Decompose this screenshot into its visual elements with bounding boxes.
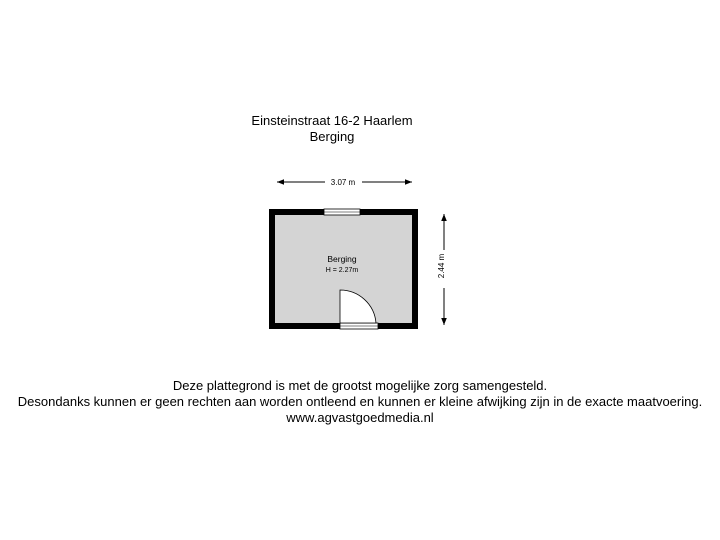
- width-dimension: 3.07 m: [277, 178, 412, 187]
- disclaimer-line-2: Desondanks kunnen er geen rechten aan wo…: [17, 394, 703, 409]
- wall-right: [412, 209, 418, 329]
- door: [339, 289, 379, 330]
- disclaimer-line-1: Deze plattegrond is met de grootst mogel…: [172, 378, 548, 393]
- wall-bottom-right: [378, 323, 418, 329]
- door-leaf: [339, 289, 377, 324]
- room-walls: [269, 209, 418, 329]
- room-name-label: Berging: [327, 254, 357, 264]
- wall-left: [269, 209, 275, 329]
- wall-bottom-left: [269, 323, 340, 329]
- floor-label: Berging: [309, 129, 355, 144]
- website-link[interactable]: www.agvastgoedmedia.nl: [286, 410, 434, 425]
- plan-title: Einsteinstraat 16-2 Haarlem Berging: [222, 113, 442, 145]
- depth-dimension-label: 2.44 m: [437, 253, 446, 278]
- wall-top-left: [269, 209, 324, 215]
- width-dimension-label: 3.07 m: [331, 178, 356, 187]
- room-height-label: H = 2.27m: [326, 267, 359, 274]
- wall-top-right: [360, 209, 418, 215]
- depth-dimension: 2.44 m: [437, 214, 447, 325]
- address-label: Einsteinstraat 16-2 Haarlem: [251, 113, 413, 128]
- disclaimer: Deze plattegrond is met de grootst mogel…: [0, 378, 720, 426]
- window: [323, 208, 361, 216]
